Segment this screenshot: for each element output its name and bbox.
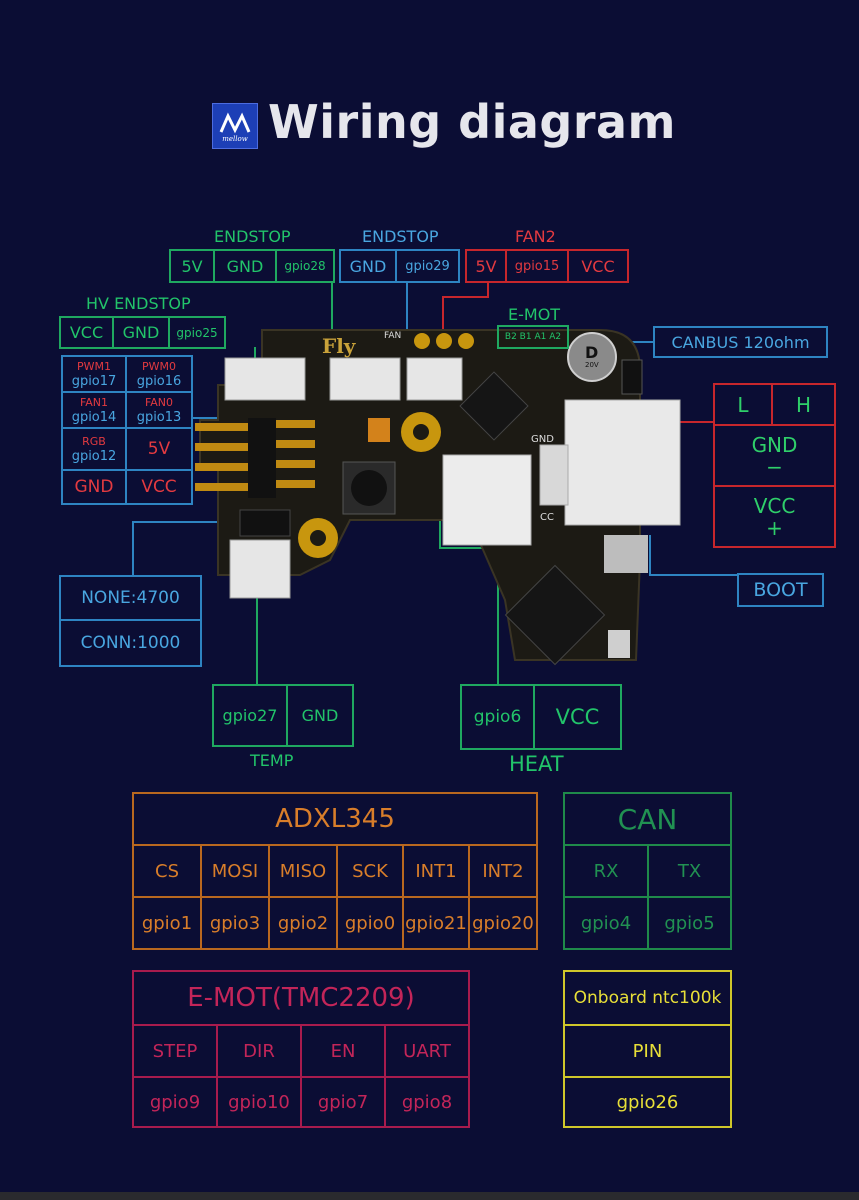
adxl-header-int1: INT1 — [402, 844, 470, 898]
pwm1-label: PWM1 — [77, 360, 111, 373]
emot-pins: B2 B1 A1 A2 — [497, 325, 569, 349]
canbus-120ohm-label: CANBUS 120ohm — [653, 326, 828, 358]
endstop-mid-gpio: gpio29 — [395, 249, 460, 283]
emot-header-step: STEP — [132, 1024, 218, 1078]
fan1-cell: FAN1 gpio14 — [61, 391, 127, 429]
hv-endstop-vcc: VCC — [59, 316, 114, 349]
none-value: NONE:4700 — [59, 575, 202, 621]
conn-value: CONN:1000 — [59, 619, 202, 667]
board-gnd-label: GND — [531, 434, 554, 445]
heat-vcc: VCC — [533, 684, 622, 750]
emot-value-dir: gpio10 — [216, 1076, 302, 1128]
ntc-title: Onboard ntc100k — [563, 970, 732, 1026]
endstop-mid-title: ENDSTOP — [362, 227, 439, 246]
pwm0-cell: PWM0 gpio16 — [125, 355, 193, 393]
adxl-value-mosi: gpio3 — [200, 896, 270, 950]
pwm0-label: PWM0 — [142, 360, 176, 373]
capacitor-voltage-label: 20V — [585, 361, 599, 369]
boot-label: BOOT — [737, 573, 824, 607]
fan0-label: FAN0 — [144, 396, 174, 409]
rgb-label: RGB — [82, 435, 106, 448]
mountain-icon — [219, 112, 251, 134]
fan-vcc-cell: VCC — [125, 469, 193, 505]
rgb-cell: RGB gpio12 — [61, 427, 127, 471]
can-title: CAN — [563, 792, 732, 846]
adxl-header-miso: MISO — [268, 844, 338, 898]
emot-header-en: EN — [300, 1024, 386, 1078]
temp-gnd: GND — [286, 684, 354, 747]
gpio13-label: gpio13 — [136, 410, 182, 425]
can-minus-label: − — [766, 454, 783, 479]
emot-value-en: gpio7 — [300, 1076, 386, 1128]
emot-title: E-MOT — [508, 305, 561, 324]
board-fly-label: Fly — [322, 334, 356, 358]
adxl-value-int2: gpio20 — [468, 896, 538, 950]
adxl-value-cs: gpio1 — [132, 896, 202, 950]
pwm1-cell: PWM1 gpio17 — [61, 355, 127, 393]
fan-5v-cell: 5V — [125, 427, 193, 471]
can-h: H — [771, 383, 836, 426]
pcb-board — [195, 329, 681, 666]
ntc-header-pin: PIN — [563, 1024, 732, 1078]
can-vcc-label: VCC — [753, 493, 796, 518]
gpio16-label: gpio16 — [136, 374, 182, 389]
fan2-gpio: gpio15 — [505, 249, 569, 283]
endstop-left-gpio: gpio28 — [275, 249, 335, 283]
hv-endstop-title: HV ENDSTOP — [86, 294, 191, 313]
can-l: L — [713, 383, 773, 426]
hv-endstop-gpio: gpio25 — [168, 316, 226, 349]
can-value-tx: gpio5 — [647, 896, 732, 950]
hv-endstop-gnd: GND — [112, 316, 170, 349]
can-plus-label: + — [766, 515, 783, 540]
emot-header-uart: UART — [384, 1024, 470, 1078]
endstop-left-5v: 5V — [169, 249, 215, 283]
fan2-title: FAN2 — [515, 227, 556, 246]
endstop-left-gnd: GND — [213, 249, 277, 283]
adxl-value-miso: gpio2 — [268, 896, 338, 950]
board-fan-label: FAN — [384, 331, 402, 341]
can-gnd: GND − — [713, 424, 836, 487]
page-title: Wiring diagram — [268, 95, 676, 149]
adxl-value-sck: gpio0 — [336, 896, 404, 950]
adxl-value-int1: gpio21 — [402, 896, 470, 950]
logo-text: mellow — [222, 135, 248, 143]
can-header-rx: RX — [563, 844, 649, 898]
ntc-value: gpio26 — [563, 1076, 732, 1128]
endstop-left-title: ENDSTOP — [214, 227, 291, 246]
adxl-header-cs: CS — [132, 844, 202, 898]
fan1-label: FAN1 — [79, 396, 109, 409]
temp-title: TEMP — [250, 751, 294, 770]
board-cc-label: CC — [540, 512, 554, 523]
gpio14-label: gpio14 — [71, 410, 117, 425]
emot-header-dir: DIR — [216, 1024, 302, 1078]
can-gnd-label: GND — [751, 432, 798, 457]
emot-table-title: E-MOT(TMC2209) — [132, 970, 470, 1026]
emot-value-uart: gpio8 — [384, 1076, 470, 1128]
bottom-bar — [0, 1192, 859, 1200]
heat-gpio: gpio6 — [460, 684, 535, 750]
can-vcc: VCC + — [713, 485, 836, 548]
can-header-tx: TX — [647, 844, 732, 898]
gpio12-label: gpio12 — [71, 449, 117, 464]
fan-gnd-cell: GND — [61, 469, 127, 505]
heat-title: HEAT — [509, 752, 564, 776]
temp-gpio: gpio27 — [212, 684, 288, 747]
emot-value-step: gpio9 — [132, 1076, 218, 1128]
fan2-vcc: VCC — [567, 249, 629, 283]
fan0-cell: FAN0 gpio13 — [125, 391, 193, 429]
gpio17-label: gpio17 — [71, 374, 117, 389]
adxl-title: ADXL345 — [132, 792, 538, 846]
adxl-header-int2: INT2 — [468, 844, 538, 898]
endstop-mid-gnd: GND — [339, 249, 397, 283]
can-value-rx: gpio4 — [563, 896, 649, 950]
adxl-header-sck: SCK — [336, 844, 404, 898]
capacitor-d-label: D — [585, 343, 599, 362]
fan2-5v: 5V — [465, 249, 507, 283]
mellow-logo: mellow — [212, 103, 258, 149]
adxl-header-mosi: MOSI — [200, 844, 270, 898]
